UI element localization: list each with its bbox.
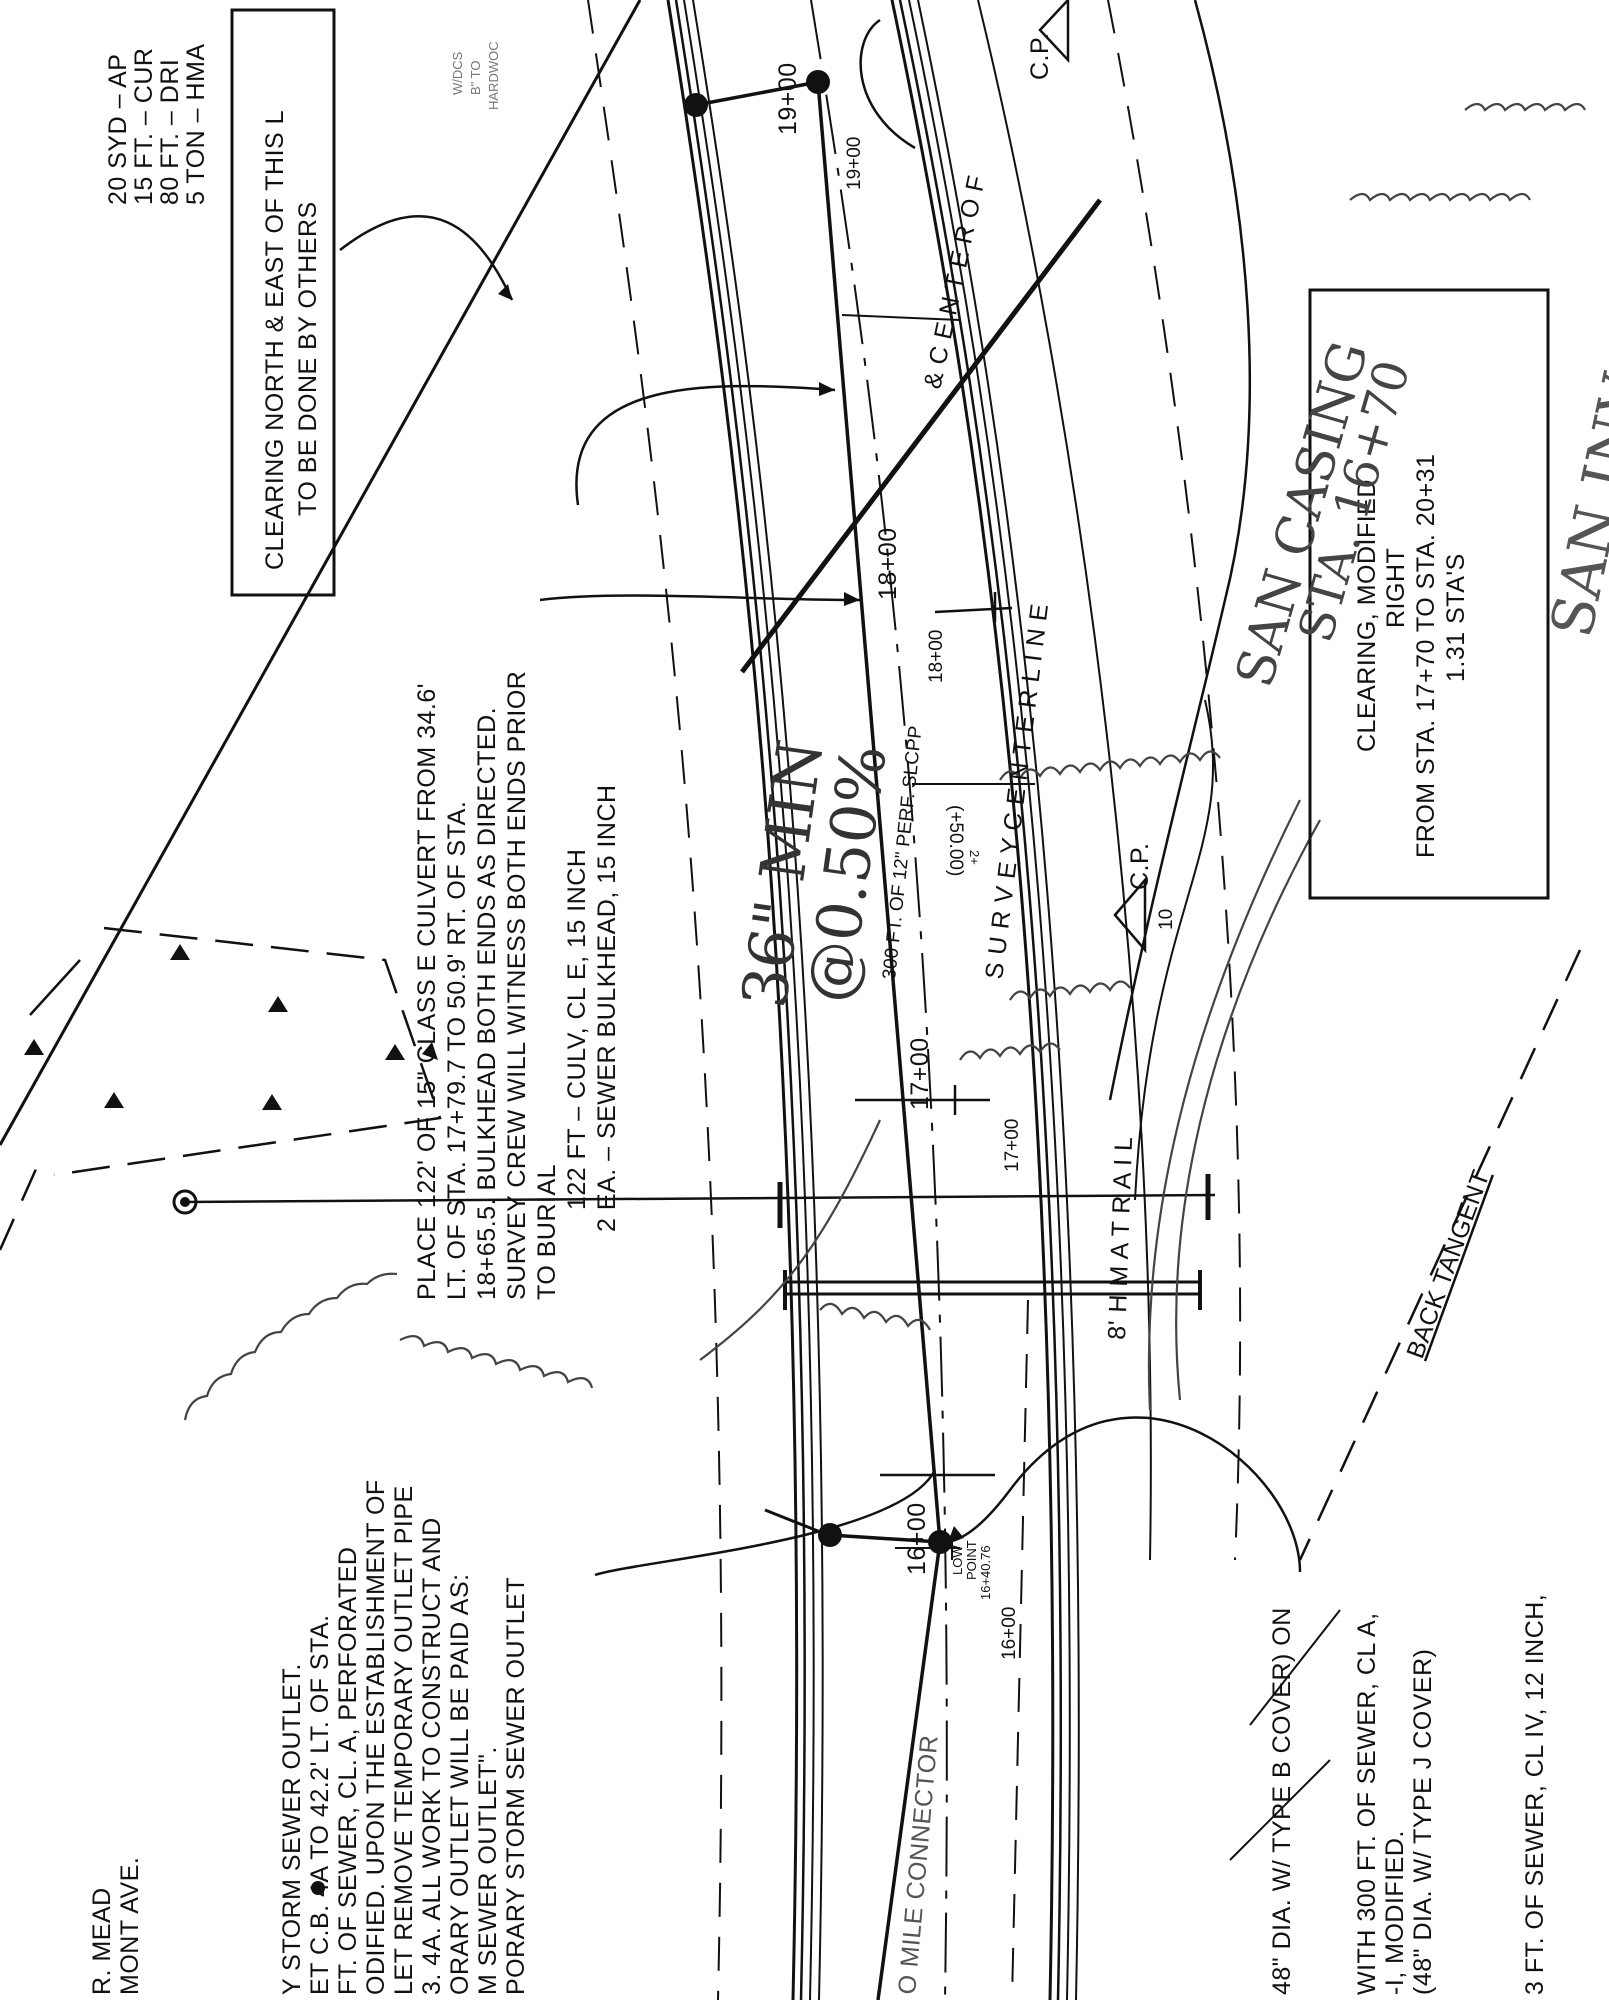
triangle-markers: 10 <box>1038 0 1177 954</box>
clearing-modified-box: CLEARING, MODIFIED RIGHT FROM STA. 17+70… <box>1308 288 1550 900</box>
culvert-line6: 122 FT – CULV, CL E, 15 INCH <box>563 849 591 1210</box>
boundary-lines <box>0 0 1582 1561</box>
station-1600: 16+00 <box>903 1502 931 1575</box>
low-point-1: LOW <box>950 1545 965 1575</box>
storm-sewer-note: R. MEAD MONT AVE. Y STORM SEWER OUTLET. … <box>88 1479 530 1995</box>
qty-line4: 5 TON – HMA <box>182 43 210 205</box>
faint-note-2: B" TO <box>468 61 483 95</box>
pvi-note: (+50.00) <box>945 805 966 876</box>
bottom-line1: 48" DIA. W/ TYPE B COVER) ON <box>1268 1607 1296 1995</box>
clearing-north-east-box: CLEARING NORTH & EAST OF THIS L TO BE DO… <box>230 8 336 597</box>
mile-connector-label: O MILE CONNECTOR <box>893 1734 944 1996</box>
clearing-mod-line4: 1.31 STA'S <box>1442 553 1470 682</box>
storm-line6: 3. 4A. ALL WORK TO CONSTRUCT AND <box>418 1517 446 1995</box>
station-1900-b: 19+00 <box>844 137 865 190</box>
storm-line4: ODIFIED. UPON THE ESTABLISHMENT OF <box>362 1479 390 1995</box>
back-tangent-label: BACK TANGENT <box>1401 1166 1495 1362</box>
culvert-line4: SURVEY CREW WILL WITNESS BOTH ENDS PRIOR <box>503 671 531 1300</box>
clearing-mod-line2: RIGHT <box>1382 548 1410 628</box>
bottom-line2: WITH 300 FT. OF SEWER, CL A, <box>1353 1612 1381 1995</box>
storm-line3: FT. OF SEWER, CL. A, PERFORATED <box>334 1547 362 1995</box>
pvi-sub: 2+ <box>967 850 982 865</box>
storm-line7: ORARY OUTLET WILL BE PAID AS: <box>446 1573 474 1995</box>
hma-trail-label: 8' H M A T R A I L <box>1103 1136 1138 1340</box>
survey-centerline-label: S U R V E Y C E N T E R L I N E <box>980 602 1054 981</box>
culvert-note: PLACE 122' OF 15" CLASS E CULVERT FROM 3… <box>413 671 621 1300</box>
storm-line1: Y STORM SEWER OUTLET. <box>278 1663 306 1995</box>
top-left-line1: R. MEAD <box>88 1887 116 1995</box>
faint-note-3: HARDWOC <box>486 41 501 110</box>
culvert-line7: 2 EA. – SEWER BULKHEAD, 15 INCH <box>593 784 621 1232</box>
bottom-line3: -I, MODIFIED. <box>1381 1830 1409 1995</box>
trail-cp-label: C.P. <box>1126 843 1154 890</box>
storm-line5: LET REMOVE TEMPORARY OUTLET PIPE <box>390 1485 418 1995</box>
clearing-mod-line1: CLEARING, MODIFIED <box>1353 479 1381 752</box>
bottom-line5: 3 FT. OF SEWER, CL IV, 12 INCH, <box>1521 1594 1549 1995</box>
triangle-10-label: 10 <box>1156 909 1177 930</box>
station-1800-b: 18+00 <box>926 630 947 683</box>
leader-lines <box>339 18 1341 1861</box>
station-1700-b: 17+00 <box>1002 1119 1023 1172</box>
culvert-line5: TO BURIAL <box>533 1164 561 1300</box>
qty-line2: 15 FT. – CUR <box>130 48 158 205</box>
bottom-notes: 48" DIA. W/ TYPE B COVER) ON WITH 300 FT… <box>1268 1594 1549 1995</box>
station-1700: 17+00 <box>906 1037 934 1110</box>
clearing-ne-line2: TO BE DONE BY OTHERS <box>294 201 322 516</box>
station-1800: 18+00 <box>874 527 902 600</box>
clearing-mod-line3: FROM STA. 17+70 TO STA. 20+31 <box>1412 454 1440 859</box>
storm-line2: ET C.B. 4A TO 42.2' LT. OF STA. <box>306 1614 334 1995</box>
qty-line1: 20 SYD – AP <box>104 54 132 205</box>
wetland-symbols <box>24 944 405 1110</box>
roadway-linework <box>172 0 1251 2000</box>
low-point-2: POINT <box>964 1540 979 1580</box>
station-1900: 19+00 <box>774 62 802 135</box>
arrowheads <box>422 284 964 1542</box>
top-left-line2: MONT AVE. <box>116 1857 144 1995</box>
triangle-marker-top-icon <box>1038 0 1070 64</box>
culvert-line2: LT. OF STA. 17+79.7 TO 50.9' RT. OF STA. <box>443 801 471 1300</box>
bottom-line4: (48" DIA. W/ TYPE J COVER) <box>1409 1649 1437 1995</box>
faint-note-1: W/DCS <box>450 51 465 95</box>
clearing-scallops <box>183 102 1586 1421</box>
low-point-3: 16+40.76 <box>978 1545 993 1600</box>
culvert-line1: PLACE 122' OF 15" CLASS E CULVERT FROM 3… <box>413 683 441 1300</box>
culvert-line3: 18+65.5. BULKHEAD BOTH ENDS AS DIRECTED. <box>473 707 501 1300</box>
storm-line9: PORARY STORM SEWER OUTLET <box>502 1577 530 1995</box>
clearing-ne-line1: CLEARING NORTH & EAST OF THIS L <box>261 110 289 570</box>
alignment-labels: 19+00 19+00 18+00 18+00 17+00 17+00 16+0… <box>774 33 1495 1996</box>
qty-line3: 80 FT. – DRI <box>156 59 184 205</box>
quantity-notes: 20 SYD – AP 15 FT. – CUR 80 FT. – DRI 5 … <box>104 41 501 205</box>
triangle-marker-icon <box>1113 876 1147 954</box>
station-1600-b: 16+00 <box>999 1607 1020 1660</box>
storm-line8: M SEWER OUTLET". <box>474 1746 502 1995</box>
